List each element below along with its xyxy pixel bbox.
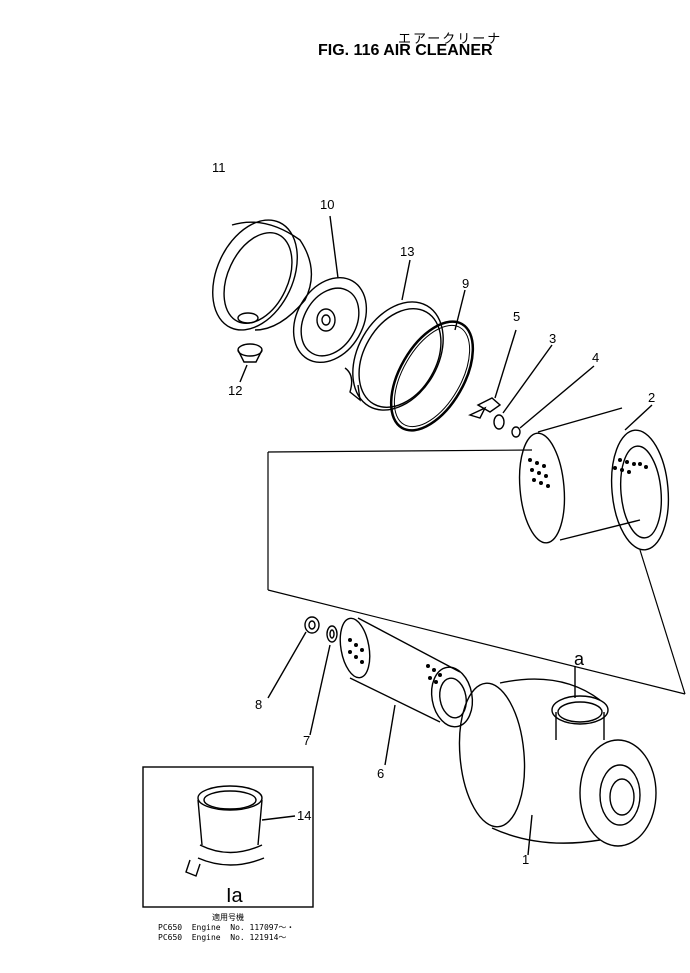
- part-8-nut: [267, 616, 320, 699]
- footnote-jp: 適用号機: [212, 913, 244, 922]
- footnote-line-1: PC650 Engine No. 117097～・: [158, 923, 295, 932]
- part-11-cover: [212, 219, 313, 331]
- callout-7: 7: [303, 733, 310, 748]
- title-japanese: エアークリーナ: [398, 32, 503, 47]
- part-1-body: [458, 666, 657, 856]
- part-6-inner-element: [339, 617, 474, 766]
- footnote-line-2: PC650 Engine No. 121914～: [158, 933, 287, 942]
- part-3-washer: [493, 344, 553, 430]
- callout-9: 9: [462, 276, 469, 291]
- callout-4: 4: [592, 350, 599, 365]
- callout-1: 1: [522, 852, 529, 867]
- part-14-adapter: [185, 785, 296, 877]
- callout-13: 13: [400, 244, 414, 259]
- figure-title: FIG. 116 AIR CLEANER: [318, 42, 493, 59]
- part-7-washer: [309, 625, 338, 736]
- part-6-perforations: [348, 638, 442, 684]
- callout-6: 6: [377, 766, 384, 781]
- assembly-guide-lines: [267, 449, 686, 695]
- callout-10: 10: [320, 197, 334, 212]
- part-9-oring: [389, 320, 475, 432]
- callout-14: 14: [297, 808, 311, 823]
- callout-12: 12: [228, 383, 242, 398]
- callout-2: 2: [648, 390, 655, 405]
- callout-3: 3: [549, 331, 556, 346]
- inset-frame: [142, 766, 314, 908]
- part-2-outer-element: [518, 404, 670, 551]
- part-2-perforations: [528, 458, 648, 488]
- part-5-wingnut: [468, 329, 517, 419]
- part-10-disc: [292, 215, 368, 364]
- part-13-clamp: [344, 259, 444, 411]
- inset-label: Ia: [226, 885, 244, 907]
- callout-8: 8: [255, 697, 262, 712]
- label-a: a: [574, 649, 585, 669]
- part-4-washer: [511, 365, 595, 438]
- callout-11: 11: [212, 160, 226, 175]
- callout-5: 5: [513, 309, 520, 324]
- part-12-valve: [237, 343, 263, 383]
